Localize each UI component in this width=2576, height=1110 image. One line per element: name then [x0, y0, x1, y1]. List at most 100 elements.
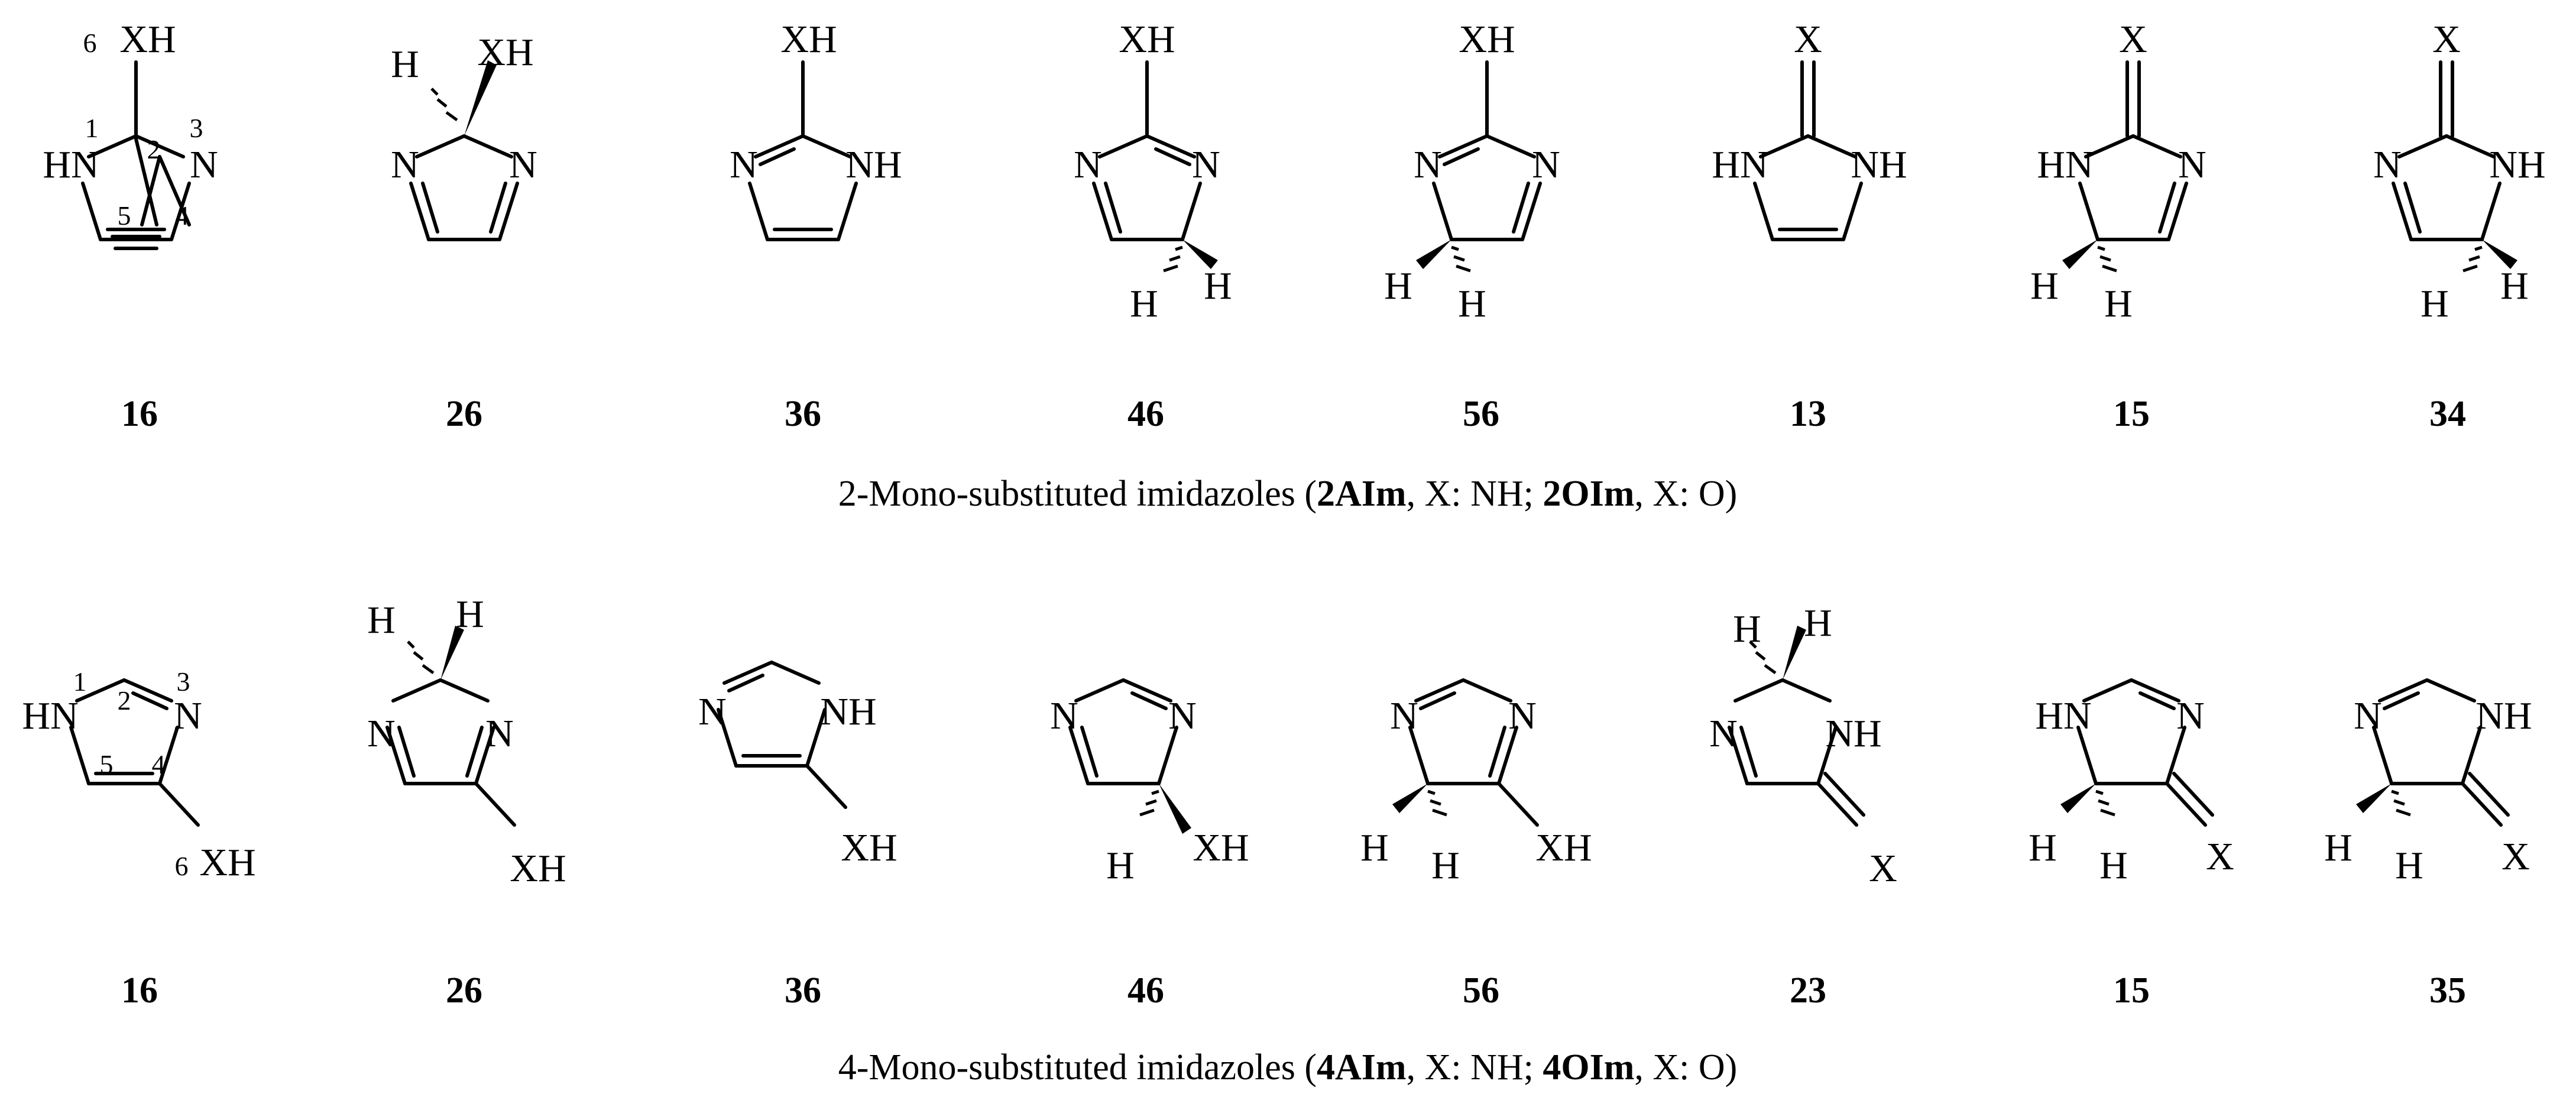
- compound-label: 26: [446, 394, 482, 434]
- atom-label: N: [1050, 694, 1078, 737]
- atom-locant: 4: [152, 749, 166, 779]
- row1-structure-34: X N NH H H: [2373, 18, 2546, 325]
- compound-label: 26: [446, 970, 482, 1011]
- row2-structure-56: N N H H XH: [1360, 678, 1592, 887]
- atom-locant: 4: [176, 200, 189, 231]
- atom-locant: 6: [175, 851, 189, 881]
- atom-label: X: [2432, 18, 2461, 61]
- atom-locant: 2: [147, 134, 161, 164]
- atom-label: H: [1106, 844, 1135, 887]
- atom-label: N: [367, 712, 396, 755]
- atom-label: N: [1532, 143, 1560, 186]
- compound-label: 23: [1790, 970, 1826, 1011]
- atom-label: N: [2354, 694, 2382, 737]
- atom-label: XH: [119, 18, 176, 61]
- compound-label: 36: [785, 394, 821, 434]
- row1-structure-26: H XH N N: [391, 31, 537, 241]
- row1-structure-46: XH N N H H: [1074, 18, 1232, 325]
- atom-label: N: [2178, 143, 2206, 186]
- atom-label: N: [698, 690, 727, 733]
- atom-label: H: [391, 43, 419, 86]
- atom-label: X: [1794, 18, 1822, 61]
- row1-structure-36: XH N NH: [730, 18, 902, 241]
- compound-label: 13: [1790, 394, 1826, 434]
- compound-label: 15: [2113, 394, 2150, 434]
- row2-compound-labels: 16 26 36 46 56 23 15 35: [121, 970, 2466, 1011]
- atom-label: XH: [1535, 826, 1592, 869]
- atom-locant: 3: [177, 666, 190, 697]
- row1-structure-13: X HN NH: [1712, 18, 1907, 241]
- atom-label: H: [2421, 282, 2449, 325]
- atom-label: N: [2373, 143, 2402, 186]
- atom-label: H: [1733, 607, 1761, 651]
- atom-label: H: [2099, 844, 2128, 887]
- atom-label: X: [2119, 18, 2147, 61]
- compound-label: 46: [1127, 394, 1164, 434]
- atom-label: N: [509, 143, 537, 186]
- atom-label: H: [456, 593, 484, 636]
- atom-label: NH: [1851, 143, 1907, 186]
- atom-label: H: [2030, 264, 2059, 308]
- atom-label: HN: [2035, 694, 2091, 737]
- atom-locant: 1: [85, 113, 99, 143]
- atom-label: N: [485, 712, 514, 755]
- atom-label: HN: [2037, 143, 2093, 186]
- atom-label: H: [1204, 264, 1232, 308]
- atom-label: X: [2502, 835, 2530, 878]
- row2-structure-36: N NH XH: [698, 661, 897, 869]
- atom-label: H: [1384, 264, 1412, 308]
- atom-label: XH: [1193, 826, 1249, 869]
- atom-label: H: [1458, 282, 1486, 325]
- row2-structure-23: H H N NH X: [1709, 601, 1897, 890]
- row1-compound-labels: 16 26 36 46 56 13 15 34: [121, 394, 2466, 434]
- row2-structure-26: H H N N XH: [367, 593, 566, 890]
- atom-label: NH: [2489, 143, 2545, 186]
- atom-label: H: [2395, 844, 2423, 887]
- atom-label: XH: [199, 841, 255, 884]
- atom-label: H: [1360, 826, 1389, 869]
- atom-label: H: [1130, 282, 1158, 325]
- atom-locant: 3: [190, 113, 203, 143]
- atom-label: XH: [510, 847, 566, 890]
- atom-label: N: [2176, 694, 2205, 737]
- atom-label: H: [367, 598, 396, 642]
- compound-label: 15: [2113, 970, 2150, 1011]
- atom-label: N: [1074, 143, 1102, 186]
- compound-label: 16: [121, 394, 158, 434]
- row1-structure-56: XH N N H H: [1384, 18, 1560, 325]
- atom-label: XH: [1459, 18, 1515, 61]
- atom-label: H: [2104, 282, 2133, 325]
- atom-label: H: [2500, 264, 2529, 308]
- atom-label: HN: [22, 694, 78, 737]
- compound-label: 46: [1127, 970, 1164, 1011]
- atom-locant: 2: [118, 685, 131, 716]
- atom-label: XH: [780, 18, 837, 61]
- atom-label: H: [1804, 601, 1832, 645]
- atom-label: NH: [2475, 694, 2532, 737]
- row2-structure-16: 1 2 3 HN N 5 4 6 XH: [22, 666, 255, 884]
- atom-label: XH: [1119, 18, 1175, 61]
- atom-label: N: [391, 143, 419, 186]
- atom-label: N: [730, 143, 758, 186]
- atom-label: X: [2206, 835, 2234, 878]
- atom-label: HN: [43, 143, 99, 186]
- atom-label: H: [2029, 826, 2057, 869]
- atom-label: N: [1414, 143, 1442, 186]
- row1-structure-16: 6 XH 1 2 3 HN N 5 4: [43, 18, 218, 250]
- row2-structure-35: N NH H H X: [2324, 678, 2532, 887]
- compound-label: 35: [2429, 970, 2466, 1011]
- atom-label: N: [174, 694, 202, 737]
- atom-label: NH: [845, 143, 902, 186]
- row1-structure-15: X HN N H H: [2030, 18, 2206, 325]
- row2-structure-46: N N H XH: [1050, 678, 1249, 887]
- atom-label: H: [1431, 844, 1460, 887]
- atom-label: N: [190, 143, 218, 186]
- compound-label: 16: [121, 970, 158, 1011]
- compound-label: 56: [1463, 970, 1499, 1011]
- row2-caption: 4-Mono-substituted imidazoles (4AIm, X: …: [838, 1047, 1738, 1088]
- atom-locant: 5: [118, 200, 131, 231]
- atom-label: XH: [477, 31, 533, 74]
- atom-label: NH: [1825, 712, 1881, 755]
- atom-label: XH: [841, 826, 897, 869]
